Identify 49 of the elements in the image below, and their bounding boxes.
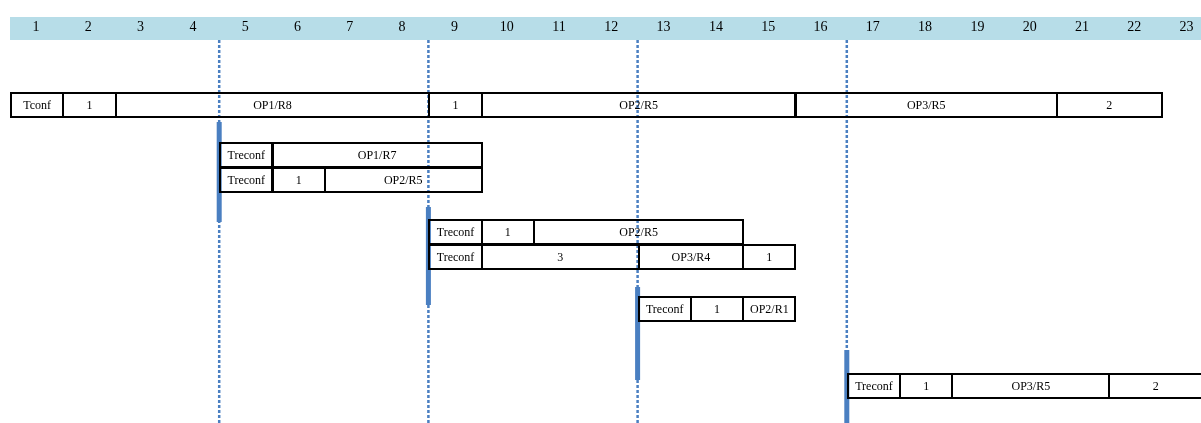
schedule-cell: Treconf xyxy=(637,296,692,322)
time-slot-number: 16 xyxy=(812,19,829,35)
schedule-cell: OP2/R1 xyxy=(742,296,797,322)
time-slot-number: 7 xyxy=(345,19,355,35)
schedule-cell: 2 xyxy=(1056,92,1163,118)
time-slot-number: 3 xyxy=(136,19,146,35)
schedule-cell: 1 xyxy=(428,92,483,118)
time-slot-number: 17 xyxy=(864,19,881,35)
schedule-cell: Tconf xyxy=(10,92,65,118)
time-slot-number: 18 xyxy=(917,19,934,35)
schedule-cell: Treconf xyxy=(219,142,274,168)
schedule-cell: 1 xyxy=(480,219,535,245)
time-slot-number: 9 xyxy=(449,19,459,35)
time-slot-number: 6 xyxy=(293,19,302,35)
time-slot-number: 10 xyxy=(498,19,515,35)
time-slot-number: 11 xyxy=(551,19,567,35)
schedule-cell: OP3/R4 xyxy=(637,244,745,270)
schedule-cell: 1 xyxy=(271,167,326,193)
time-slot-number: 14 xyxy=(707,19,724,35)
time-slot-number: 20 xyxy=(1021,19,1038,35)
schedule-cell: Treconf xyxy=(219,167,274,193)
time-slot-number: 15 xyxy=(760,19,777,35)
schedule-cell: 3 xyxy=(480,244,640,270)
time-slot-number: 4 xyxy=(188,19,198,35)
schedule-cell: 1 xyxy=(689,296,745,322)
schedule-cell: OP3/R5 xyxy=(951,373,1111,399)
schedule-cell: OP1/R7 xyxy=(271,142,483,168)
time-slot-number: 22 xyxy=(1126,19,1143,35)
schedule-cell: 1 xyxy=(742,244,797,270)
schedule-cell: 2 xyxy=(1108,373,1201,399)
schedule-cell: OP1/R8 xyxy=(114,92,431,118)
schedule-cell: Treconf xyxy=(428,219,483,245)
time-slot-number: 13 xyxy=(655,19,672,35)
time-slot-number: 12 xyxy=(603,19,620,35)
time-slot-number: 21 xyxy=(1074,19,1090,35)
schedule-cell: Treconf xyxy=(846,373,902,399)
time-slot-number: 2 xyxy=(83,19,93,35)
time-slot-number: 8 xyxy=(397,19,407,35)
schedule-cell: Treconf xyxy=(428,244,483,270)
schedule-cell: OP3/R5 xyxy=(794,92,1058,118)
schedule-cell: 1 xyxy=(62,92,117,118)
time-slot-number: 23 xyxy=(1178,19,1195,35)
schedule-cell: OP2/R5 xyxy=(533,219,745,245)
time-slot-number: 1 xyxy=(31,19,41,35)
schedule-cell: OP2/R5 xyxy=(480,92,797,118)
schedule-cell: OP2/R5 xyxy=(323,167,483,193)
schedule-cell: 1 xyxy=(899,373,954,399)
time-slot-number: 5 xyxy=(240,19,250,35)
time-slot-number: 19 xyxy=(969,19,986,35)
